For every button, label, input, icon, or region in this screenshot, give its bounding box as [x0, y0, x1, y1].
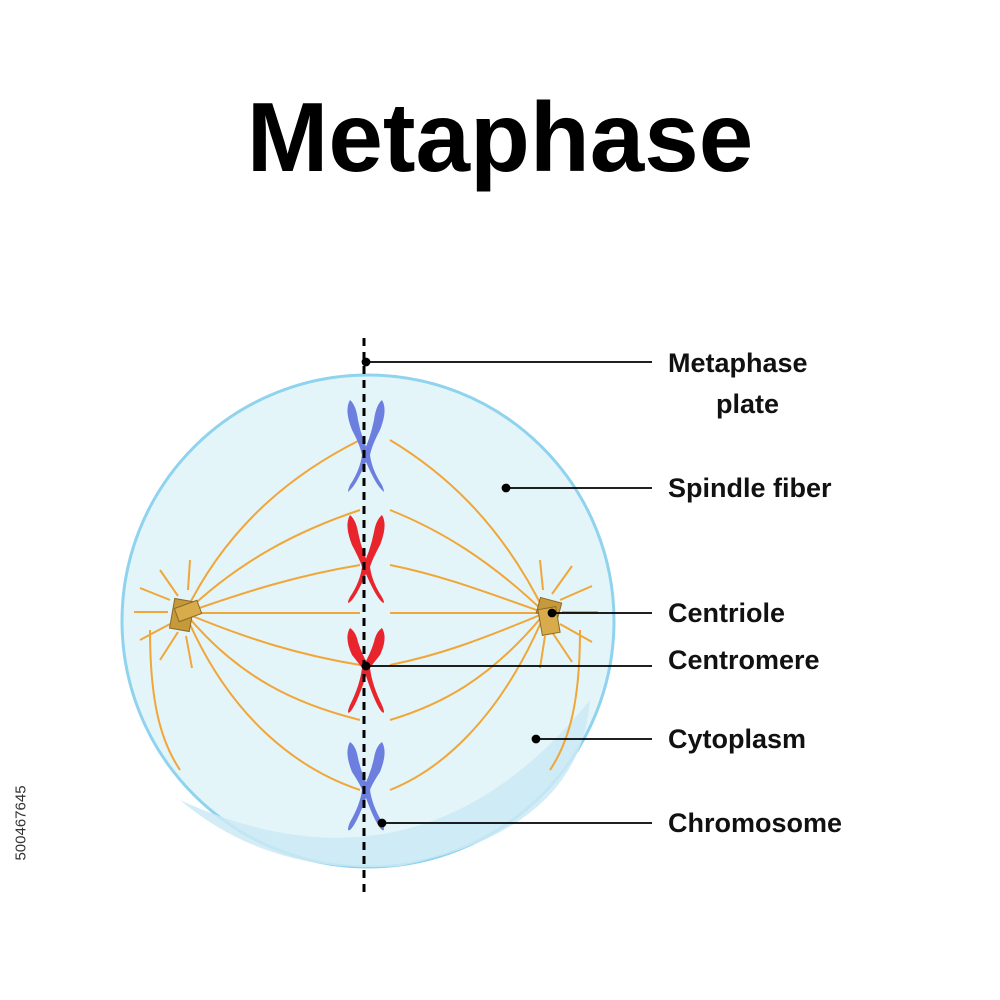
stock-id-vertical: 500467645	[14, 758, 28, 888]
label-metaphase-plate: Metaphase	[668, 342, 808, 384]
label-spindle-fiber: Spindle fiber	[668, 467, 832, 509]
label-cytoplasm: Cytoplasm	[668, 718, 806, 760]
stock-id-text: 500467645	[13, 785, 30, 860]
label-centromere: Centromere	[668, 639, 820, 681]
label-metaphase-plate-line2: plate	[716, 383, 779, 425]
label-centriole: Centriole	[668, 592, 785, 634]
label-chromosome: Chromosome	[668, 802, 842, 844]
